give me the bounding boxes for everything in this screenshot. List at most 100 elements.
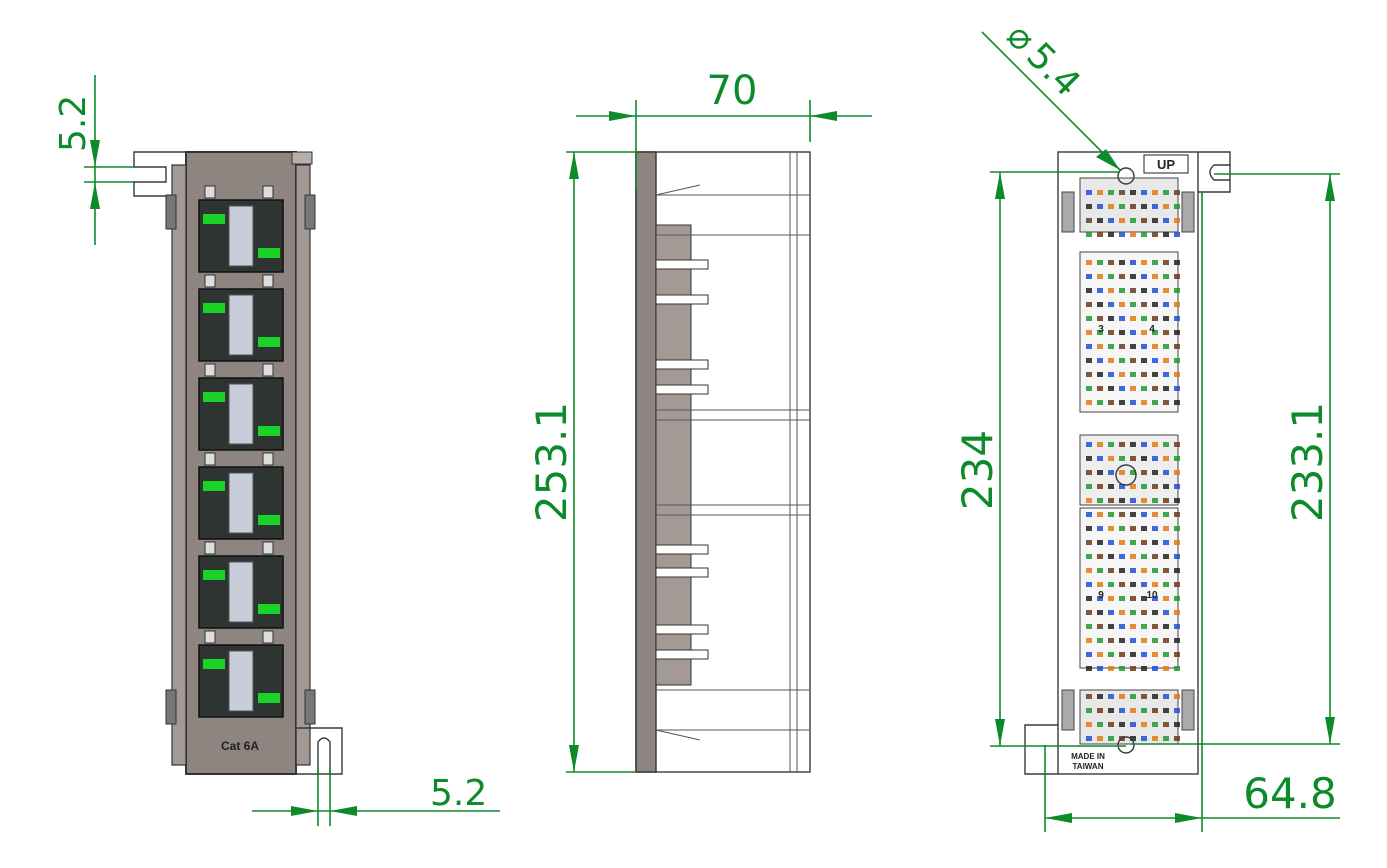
terminal-dot [1163,330,1169,335]
terminal-dot [1163,316,1169,321]
terminal-dot [1141,582,1147,587]
screw [204,541,216,555]
back-bottom-tab [1024,724,1058,775]
arrow [1325,174,1335,201]
terminal-dot [1108,218,1114,223]
pin [655,567,709,578]
line [655,729,701,741]
terminal-dot [1152,260,1158,265]
terminal-dot [1086,666,1092,671]
dim-top-slot: 5.2 [53,95,94,152]
terminal-dot [1174,190,1180,195]
terminal-dot [1130,344,1136,349]
terminal-dot [1097,708,1103,713]
screw [204,630,216,644]
terminal-dot [1119,498,1125,503]
terminal-dot [1097,498,1103,503]
terminal-dot [1163,232,1169,237]
terminal-dot [1119,372,1125,377]
terminal-dot [1141,666,1147,671]
terminal-dot [1174,470,1180,475]
terminal-dot [1174,442,1180,447]
terminal-dot [1097,694,1103,699]
terminal-dot [1152,288,1158,293]
terminal-dot [1086,190,1092,195]
terminal-dot [1086,316,1092,321]
terminal-dot [1163,274,1169,279]
terminal-dot [1119,302,1125,307]
terminal-dot [1141,624,1147,629]
terminal-dot [1174,736,1180,741]
terminal-dot [1174,330,1180,335]
screw [204,452,216,466]
pin [655,649,709,660]
terminal-dot [1086,372,1092,377]
screw [262,274,274,288]
terminal-dot [1174,232,1180,237]
terminal-dot [1097,484,1103,489]
terminal-dot [1108,540,1114,545]
terminal-dot [1163,652,1169,657]
terminal-dot [1108,442,1114,447]
jack-insert [228,472,254,534]
dim-right-height: 233.1 [1283,402,1332,522]
terminal-dot [1086,274,1092,279]
terminal-dot [1130,470,1136,475]
terminal-dot [1108,190,1114,195]
terminal-dot [1163,610,1169,615]
terminal-dot [1097,218,1103,223]
terminal-dot [1141,400,1147,405]
mount-hole [1117,167,1135,185]
terminal-dot [1108,568,1114,573]
terminal-dot [1086,512,1092,517]
terminal-dot [1119,442,1125,447]
terminal-dot [1163,582,1169,587]
terminal-dot [1119,610,1125,615]
back-outline [1057,151,1199,775]
terminal-dot [1086,288,1092,293]
side-panel-face [635,151,657,773]
terminal-dot [1108,274,1114,279]
terminal-dot [1097,204,1103,209]
terminal-dot [1097,232,1103,237]
terminal-dot [1108,596,1114,601]
terminal-dot [1086,400,1092,405]
terminal-dot [1141,288,1147,293]
terminal-dot [1174,372,1180,377]
terminal-dot [1130,316,1136,321]
leader-line [981,31,1121,171]
status-led [203,570,225,580]
terminal-dot [1097,330,1103,335]
status-led [203,392,225,402]
arrow [810,111,837,121]
terminal-dot [1163,708,1169,713]
terminal-dot [1163,568,1169,573]
terminal-dot [1130,624,1136,629]
terminal-dot [1130,596,1136,601]
terminal-dot [1119,288,1125,293]
terminal-dot [1141,610,1147,615]
terminal-dot [1163,456,1169,461]
back-block [1079,177,1179,233]
terminal-dot [1130,288,1136,293]
terminal-dot [1141,204,1147,209]
terminal-dot [1130,386,1136,391]
terminal-dot [1174,316,1180,321]
arrow [330,806,357,816]
terminal-dot [1141,736,1147,741]
terminal-dot [1097,344,1103,349]
terminal-dot [1086,568,1092,573]
terminal-dot [1130,652,1136,657]
screw [262,363,274,377]
terminal-dot [1097,358,1103,363]
side-pins [655,259,709,660]
terminal-dot [1163,372,1169,377]
terminal-dot [1141,442,1147,447]
back-view: UP 3 4 9 10 MADE IN TAIWAN ⌀ 5.4 234 233… [953,15,1340,832]
terminal-dot [1108,484,1114,489]
terminal-dot [1108,204,1114,209]
terminal-dot [1086,554,1092,559]
terminal-dot [1130,330,1136,335]
country-label: TAIWAN [1073,762,1104,771]
terminal-dot [1108,722,1114,727]
